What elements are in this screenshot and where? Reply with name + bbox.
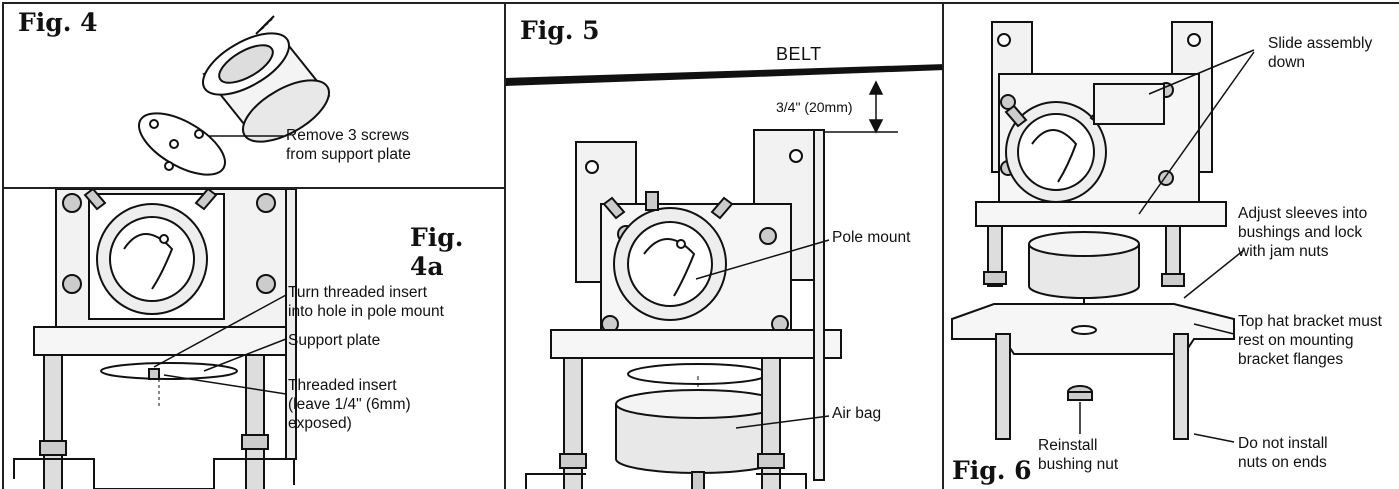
fig5-callout-air-bag: Air bag xyxy=(832,405,882,422)
fig6-callout-do-not-install: Do not install nuts on ends xyxy=(1238,434,1328,472)
callout-line: (leave 1/4" (6mm) xyxy=(288,396,411,413)
fig4a-panel: Fig. 4a Turn threaded insert into hole i… xyxy=(2,187,506,489)
callout-line: Top hat bracket must xyxy=(1238,313,1382,330)
fig5-title: Fig. 5 xyxy=(520,16,600,45)
fig4-callout-remove-screws: Remove 3 screws from support plate xyxy=(286,126,411,164)
fig6-callout-slide-assembly: Slide assembly down xyxy=(1268,34,1372,72)
callout-line: Turn threaded insert xyxy=(288,284,428,301)
callout-line: Adjust sleeves into xyxy=(1238,205,1368,222)
callout-line: nuts on ends xyxy=(1238,454,1327,471)
fig4a-callout-threaded-insert: Threaded insert (leave 1/4" (6mm) expose… xyxy=(288,376,411,433)
fig4a-title: Fig. 4a xyxy=(410,223,464,281)
fig6-callout-top-hat-bracket: Top hat bracket must rest on mounting br… xyxy=(1238,312,1382,369)
fig6-callout-adjust-sleeves: Adjust sleeves into bushings and lock wi… xyxy=(1238,204,1367,261)
fig5-panel: Fig. 5 BELT 3/4" (20mm) Pole mount Air b… xyxy=(504,2,944,489)
callout-line: with jam nuts xyxy=(1238,243,1329,260)
callout-line: exposed) xyxy=(288,415,352,432)
callout-line: bracket flanges xyxy=(1238,351,1344,368)
fig5-callout-pole-mount: Pole mount xyxy=(832,229,911,246)
callout-line: Reinstall xyxy=(1038,437,1098,454)
fig4-airbag-exploded-illustration xyxy=(138,15,331,176)
callout-line: Slide assembly xyxy=(1268,35,1373,52)
fig5-belt-label: BELT xyxy=(776,44,822,64)
fig6-assembly-illustration xyxy=(951,21,1255,443)
callout-line: from support plate xyxy=(286,146,411,163)
fig4-title: Fig. 4 xyxy=(18,8,98,37)
callout-line: Remove 3 screws xyxy=(286,127,410,144)
callout-line: down xyxy=(1268,54,1306,71)
fig6-panel: Slide assembly down Adjust sleeves into … xyxy=(942,2,1399,489)
callout-line: bushing nut xyxy=(1038,456,1119,473)
fig4-panel: Fig. 4 Remove 3 screws from support plat… xyxy=(2,2,506,193)
callout-line: bushings and lock xyxy=(1238,224,1363,241)
fig4a-callout-turn-insert: Turn threaded insert into hole in pole m… xyxy=(288,283,444,321)
fig6-callout-reinstall-nut: Reinstall bushing nut xyxy=(1038,436,1118,474)
callout-line: rest on mounting xyxy=(1238,332,1354,349)
fig6-title: Fig. 6 xyxy=(952,456,1032,485)
fig4a-callout-support-plate: Support plate xyxy=(288,332,381,349)
callout-line: Threaded insert xyxy=(288,377,397,394)
callout-line: into hole in pole mount xyxy=(288,303,444,320)
fig5-gap-dimension-label: 3/4" (20mm) xyxy=(776,99,853,115)
fig4a-pole-mount-illustration xyxy=(13,189,297,489)
belt-line xyxy=(506,64,942,86)
callout-line: Do not install xyxy=(1238,435,1328,452)
fig5-belt-clearance-illustration xyxy=(506,64,942,489)
